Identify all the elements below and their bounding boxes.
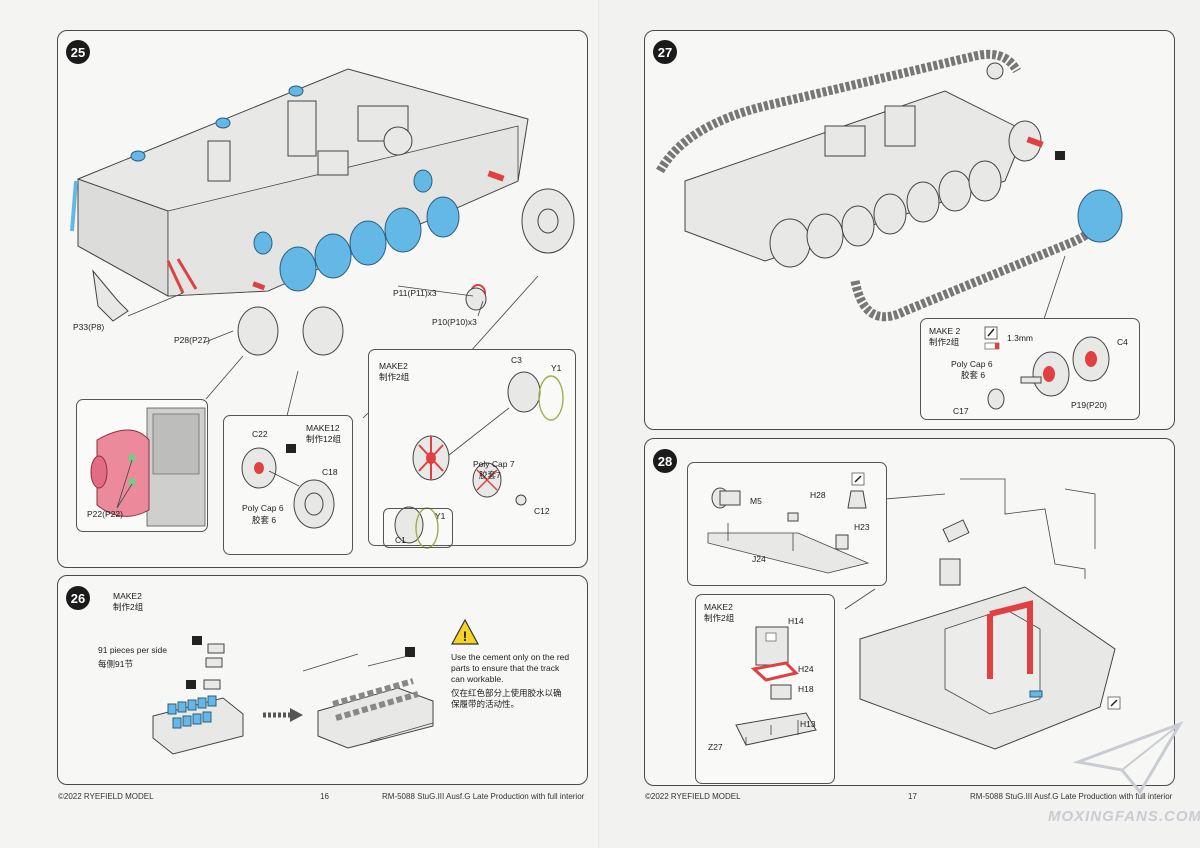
callout-m5-assembly: M5 H28 H23 J24 [687,462,887,586]
make2-illustration [394,371,564,549]
warning-icon: ! [450,618,480,645]
label-h18: H18 [798,684,814,694]
label-thickness: 1.3mm [1007,333,1033,343]
pieces-per-side-en: 91 pieces per side [98,645,167,655]
label-c22: C22 [252,429,268,439]
polycap6-cn: 胶套 6 [252,515,277,525]
callout-sprocket-hub: P22(P22) [76,399,208,532]
make2-en: MAKE2 [379,361,408,371]
footer-copyright-left: ©2022 RYEFIELD MODEL [58,792,154,801]
step-26-make-en: MAKE2 [113,591,142,601]
make12-en: MAKE12 [306,423,340,433]
make12-cn: 制作12组 [306,434,341,444]
paper-plane-logo-icon [1072,721,1184,795]
label-p19: P19(P20) [1071,400,1107,410]
inner-callout-c1 [383,508,453,548]
footer-product-left: RM-5088 StuG.III Ausf.G Late Production … [382,792,585,801]
warning-cn: 仅在红色部分上使用胶水以确保履带的活动性。 [451,688,562,710]
label-h13: H13 [800,719,816,729]
step-26-number: 26 [66,586,90,610]
step-27-polycap-cn: 胶套 6 [961,370,986,380]
label-c18: C18 [322,467,338,477]
callout-make12: MAKE12 制作12组 C22 C18 Poly Cap 6 胶套 6 [223,415,353,555]
h14-assembly-illustration [735,626,817,746]
footer-page-number-right: 17 [908,792,917,801]
footer-page-number-left: 16 [320,792,329,801]
sprocket-assembly-illustration [984,326,1110,410]
footer-product-right: RM-5088 StuG.III Ausf.G Late Production … [970,792,1173,801]
label-h24: H24 [798,664,814,674]
label-p28: P28(P27) [174,335,210,345]
warning-text-cn: 仅在红色部分上使用胶水以确保履带的活动性。 [451,688,569,711]
label-h28: H28 [810,490,826,500]
polycap7-cn: 胶套7 [479,470,501,480]
label-y1-top: Y1 [551,363,562,373]
track-assembly-illustration [152,636,434,755]
label-y1-bottom: Y1 [435,511,446,521]
polycap7-en: Poly Cap 7 [473,459,515,469]
label-j24: J24 [752,554,766,564]
warning-en: Use the cement only on the red parts to … [451,652,570,685]
step-27-panel: 27 MAKE 2 [644,30,1175,430]
label-c1: C1 [395,535,406,545]
label-m5: M5 [750,496,762,506]
step-26-panel: 26 MAKE2 制作2组 91 pieces per side 每侧91节 [57,575,588,785]
label-h23: H23 [854,522,870,532]
label-c3: C3 [511,355,522,365]
label-c4: C4 [1117,337,1128,347]
step-27-illustration [656,49,1123,332]
label-p22: P22(P22) [87,509,123,519]
instruction-page-16: 25 [57,30,588,801]
make2-cn: 制作2组 [379,372,410,382]
label-p11: P11(P11)x3 [393,288,437,298]
footer-copyright-right: ©2022 RYEFIELD MODEL [645,792,741,801]
step-28-number: 28 [653,449,677,473]
step-28-illustration [844,478,1121,750]
label-z27: Z27 [708,742,723,752]
label-p33: P33(P8) [73,322,105,332]
m5-assembly-illustration [707,472,870,574]
label-p10: P10(P10)x3 [432,317,477,327]
callout-h14-assembly: MAKE2 制作2组 H14 H24 H18 H13 Z27 [695,594,835,784]
watermark-text: MOXINGFANS.COM [1048,808,1200,825]
step-26-make-cn: 制作2组 [113,602,144,612]
callout-make2-wheels: MAKE2 制作2组 C3 Y1 Poly Cap 7 胶套7 C12 Y1 [368,349,576,549]
make12-illustration [241,444,335,529]
svg-text:!: ! [463,628,468,644]
label-h14: H14 [788,616,804,626]
step-28-make-cn: 制作2组 [704,613,735,623]
step-28-make-en: MAKE2 [704,602,733,612]
step-27-number: 27 [653,40,677,64]
step-27-make-en: MAKE 2 [929,326,961,336]
step-27-make-cn: 制作2组 [929,337,960,347]
step-25-number: 25 [66,40,90,64]
sprocket-hub-illustration [90,407,206,527]
polycap6-en: Poly Cap 6 [242,503,284,513]
label-c12: C12 [534,506,550,516]
step-25-panel: 25 [57,30,588,568]
instruction-page-17: 27 MAKE 2 [600,0,1200,848]
step-27-polycap-en: Poly Cap 6 [951,359,993,369]
callout-sprocket-make2: MAKE 2 制作2组 1.3mm C4 Poly Cap 6 胶套 6 C17… [920,318,1140,420]
pieces-per-side-cn: 每侧91节 [98,659,133,669]
label-c17: C17 [953,406,969,416]
warning-text-en: Use the cement only on the red parts to … [451,652,571,685]
step-25-illustration [70,68,575,425]
step-28-panel: 28 [644,438,1175,786]
